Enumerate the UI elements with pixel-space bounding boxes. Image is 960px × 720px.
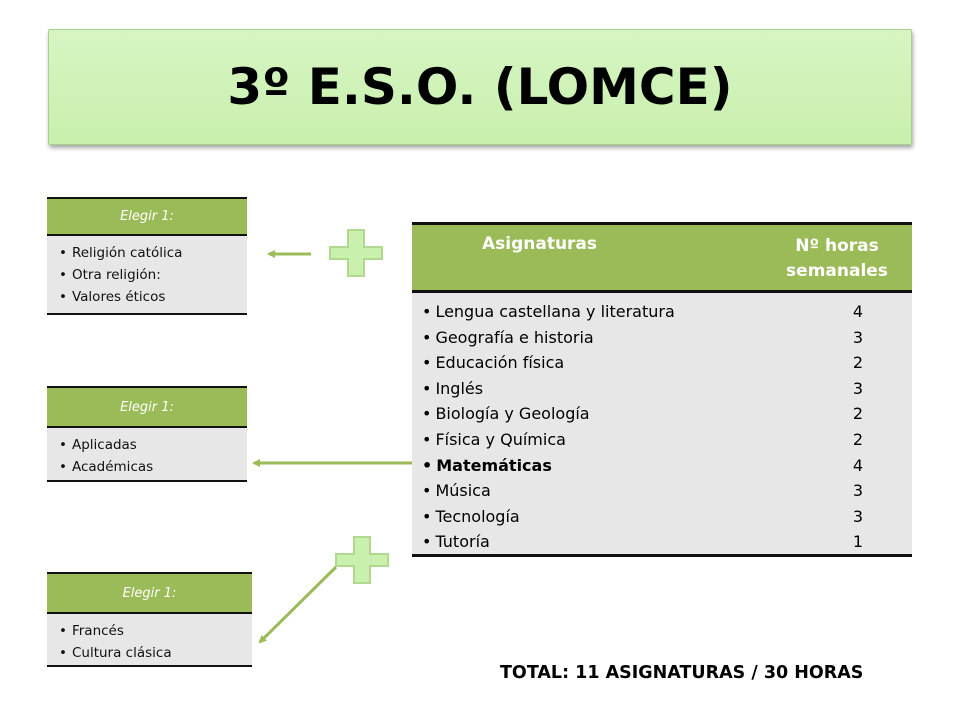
subject-name: Matemáticas bbox=[422, 456, 552, 475]
subject-hours: 3 bbox=[852, 481, 864, 501]
total-summary: TOTAL: 11 ASIGNATURAS / 30 HORAS bbox=[500, 663, 864, 683]
subject-hours: 2 bbox=[852, 353, 864, 373]
choice-item: Cultura clásica bbox=[59, 642, 252, 664]
subject-hours: 3 bbox=[852, 378, 864, 398]
choice-box-mathematics: Elegir 1: Aplicadas Académicas bbox=[47, 386, 247, 482]
subject-hours: 4 bbox=[852, 302, 864, 321]
subject-name: Geografía e historia bbox=[422, 328, 594, 347]
title-banner: 3º E.S.O. (LOMCE) bbox=[48, 29, 912, 145]
table-row: Educación física 2 bbox=[422, 350, 912, 376]
subject-name: Biología y Geología bbox=[422, 404, 590, 423]
subject-name: Tutoría bbox=[422, 532, 490, 551]
subject-hours: 2 bbox=[852, 404, 864, 424]
subject-name: Lengua castellana y literatura bbox=[422, 302, 675, 321]
subject-hours: 3 bbox=[852, 327, 864, 347]
plus-icon bbox=[335, 536, 389, 584]
subject-name: Inglés bbox=[422, 379, 483, 398]
choice-box-language: Elegir 1: Francés Cultura clásica bbox=[47, 572, 252, 667]
choice-box-religion: Elegir 1: Religión católica Otra religió… bbox=[47, 197, 247, 315]
column-header-hours-line2: semanales bbox=[786, 261, 888, 281]
choice-box-header: Elegir 1: bbox=[47, 574, 252, 614]
table-row: Matemáticas 4 bbox=[422, 453, 912, 479]
table-row: Inglés 3 bbox=[422, 376, 912, 402]
table-row: Música 3 bbox=[422, 478, 912, 504]
page-title: 3º E.S.O. (LOMCE) bbox=[227, 58, 733, 116]
subject-name: Física y Química bbox=[422, 430, 566, 449]
subject-name: Tecnología bbox=[422, 507, 520, 526]
table-header: Asignaturas Nº horas semanales bbox=[412, 225, 912, 293]
column-header-hours-line1: Nº horas bbox=[795, 236, 879, 256]
choice-list: Aplicadas Académicas bbox=[47, 428, 247, 478]
choice-item: Religión católica bbox=[59, 242, 247, 264]
choice-item: Valores éticos bbox=[59, 286, 247, 308]
choice-item: Francés bbox=[59, 620, 252, 642]
table-row: Geografía e historia 3 bbox=[422, 325, 912, 351]
table-row: Tutoría 1 bbox=[422, 529, 912, 555]
choice-box-header: Elegir 1: bbox=[47, 199, 247, 236]
table-row: Física y Química 2 bbox=[422, 427, 912, 453]
subject-hours: 2 bbox=[852, 429, 864, 449]
subject-hours: 4 bbox=[852, 455, 864, 475]
subject-name: Educación física bbox=[422, 353, 564, 372]
choice-item: Otra religión: bbox=[59, 264, 247, 286]
table-row: Tecnología 3 bbox=[422, 504, 912, 530]
choice-list: Francés Cultura clásica bbox=[47, 614, 252, 664]
choice-list: Religión católica Otra religión: Valores… bbox=[47, 236, 247, 308]
table-row: Biología y Geología 2 bbox=[422, 401, 912, 427]
table-row: Lengua castellana y literatura 4 bbox=[422, 299, 912, 325]
subjects-table: Asignaturas Nº horas semanales Lengua ca… bbox=[412, 222, 912, 557]
choice-box-header: Elegir 1: bbox=[47, 388, 247, 428]
subject-hours: 1 bbox=[852, 532, 864, 552]
arrow-down-left-icon bbox=[258, 565, 338, 644]
choice-item: Académicas bbox=[59, 456, 247, 478]
plus-icon bbox=[329, 229, 383, 277]
column-header-hours: Nº horas semanales bbox=[742, 234, 932, 284]
subject-name: Música bbox=[422, 481, 491, 500]
subjects-list: Lengua castellana y literatura 4 Geografí… bbox=[412, 293, 912, 555]
choice-item: Aplicadas bbox=[59, 434, 247, 456]
subject-hours: 3 bbox=[852, 506, 864, 526]
column-header-subjects: Asignaturas bbox=[481, 234, 598, 254]
